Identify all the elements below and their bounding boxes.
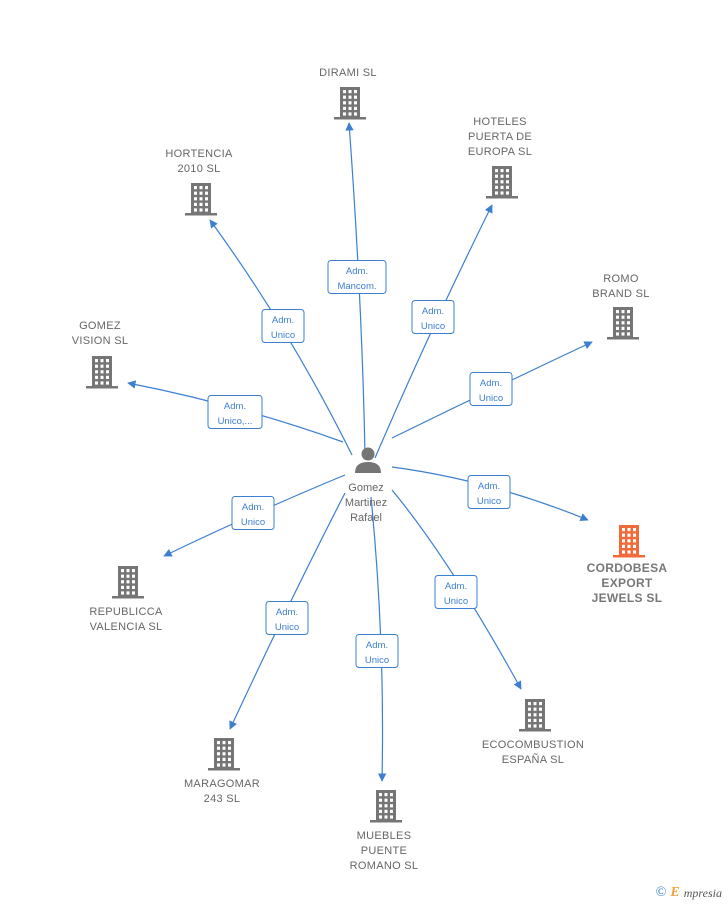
edge-ecocombustion bbox=[391, 489, 522, 690]
person-name-line: Rafael bbox=[350, 512, 382, 524]
role-text: Unico bbox=[241, 517, 265, 528]
company-name-line: VALENCIA SL bbox=[90, 621, 163, 633]
company-name-line: EUROPA SL bbox=[468, 146, 532, 158]
person-name-line: Gomez bbox=[348, 482, 383, 494]
company-name-line: BRAND SL bbox=[592, 288, 649, 300]
company-name-line: HOTELES bbox=[473, 116, 526, 128]
company-name-line: HORTENCIA bbox=[165, 148, 233, 160]
company-node-hortencia[interactable]: HORTENCIA 2010 SL bbox=[165, 148, 233, 216]
company-name-line: VISION SL bbox=[72, 335, 129, 347]
role-badge-ecocombustion[interactable]: Adm. Unico bbox=[434, 575, 478, 609]
role-text: Mancom. bbox=[337, 281, 376, 292]
role-text: Adm. bbox=[445, 581, 467, 592]
brand-name: mpresia bbox=[683, 885, 722, 900]
role-text: Adm. bbox=[480, 378, 502, 389]
role-text: Unico bbox=[477, 496, 501, 507]
role-text: Unico bbox=[275, 622, 299, 633]
company-name-line: PUENTE bbox=[361, 845, 407, 857]
company-name-line: 243 SL bbox=[204, 793, 241, 805]
role-badge-maragomar[interactable]: Adm. Unico bbox=[265, 601, 309, 635]
person-name-line: Martinez bbox=[345, 497, 387, 509]
company-node-hoteles[interactable]: HOTELES PUERTA DE EUROPA SL bbox=[468, 116, 532, 199]
company-name-line: GOMEZ bbox=[79, 320, 121, 332]
role-text: Adm. bbox=[346, 266, 368, 277]
role-text: Adm. bbox=[276, 607, 298, 618]
company-name-line: MUEBLES bbox=[357, 830, 412, 842]
role-badge-romo[interactable]: Adm. Unico bbox=[469, 372, 513, 406]
company-name-line: JEWELS SL bbox=[592, 591, 663, 605]
building-icon bbox=[486, 166, 518, 199]
role-text: Unico,... bbox=[218, 416, 253, 427]
role-text: Unico bbox=[444, 596, 468, 607]
company-node-muebles[interactable]: MUEBLES PUENTE ROMANO SL bbox=[350, 790, 419, 872]
role-badge-dirami[interactable]: Adm. Mancom. bbox=[327, 260, 387, 294]
company-name-line: DIRAMI SL bbox=[319, 67, 377, 79]
company-node-romo[interactable]: ROMO BRAND SL bbox=[592, 273, 649, 340]
role-text: Unico bbox=[365, 655, 389, 666]
company-name-line: CORDOBESA bbox=[587, 561, 668, 575]
role-badge-hortencia[interactable]: Adm. Unico bbox=[261, 309, 305, 343]
role-text: Adm. bbox=[224, 401, 246, 412]
building-icon bbox=[208, 738, 240, 771]
copyright-icon: © bbox=[655, 885, 667, 900]
building-icon bbox=[185, 183, 217, 216]
company-name-line: ROMANO SL bbox=[350, 860, 419, 872]
role-text: Adm. bbox=[478, 481, 500, 492]
edge-dirami bbox=[345, 122, 366, 456]
building-icon bbox=[334, 87, 366, 120]
role-text: Adm. bbox=[366, 640, 388, 651]
building-icon bbox=[519, 699, 551, 732]
company-name-line: PUERTA DE bbox=[468, 131, 532, 143]
role-badge-gomezvision[interactable]: Adm. Unico,... bbox=[207, 395, 263, 429]
building-icon bbox=[112, 566, 144, 599]
person-icon bbox=[355, 447, 381, 473]
company-name-line: ROMO bbox=[603, 273, 639, 285]
building-icon bbox=[86, 356, 118, 389]
company-node-maragomar[interactable]: MARAGOMAR 243 SL bbox=[184, 738, 260, 805]
company-node-gomezvision[interactable]: GOMEZ VISION SL bbox=[72, 320, 129, 389]
role-text: Unico bbox=[421, 321, 445, 332]
building-icon bbox=[613, 525, 645, 558]
role-text: Adm. bbox=[272, 315, 294, 326]
company-node-ecocombustion[interactable]: ECOCOMBUSTION ESPAÑA SL bbox=[482, 699, 584, 766]
role-badge-hoteles[interactable]: Adm. Unico bbox=[411, 300, 455, 334]
role-badge-republicca[interactable]: Adm. Unico bbox=[231, 496, 275, 530]
company-name-line: EXPORT bbox=[601, 576, 653, 590]
brand-logo-letter: E bbox=[670, 885, 680, 900]
company-name-line: REPUBLICCA bbox=[89, 606, 163, 618]
role-badge-muebles[interactable]: Adm. Unico bbox=[355, 634, 399, 668]
building-icon bbox=[370, 790, 402, 823]
building-icon bbox=[607, 307, 639, 340]
company-name-line: MARAGOMAR bbox=[184, 778, 260, 790]
role-text: Unico bbox=[271, 330, 295, 341]
company-name-line: ECOCOMBUSTION bbox=[482, 739, 584, 751]
role-text: Adm. bbox=[242, 502, 264, 513]
company-node-republicca[interactable]: REPUBLICCA VALENCIA SL bbox=[89, 566, 163, 633]
company-name-line: ESPAÑA SL bbox=[502, 753, 564, 766]
company-name-line: 2010 SL bbox=[177, 163, 220, 175]
company-node-dirami[interactable]: DIRAMI SL bbox=[319, 67, 377, 120]
role-badge-cordobesa[interactable]: Adm. Unico bbox=[467, 475, 511, 509]
role-text: Adm. bbox=[422, 306, 444, 317]
role-text: Unico bbox=[479, 393, 503, 404]
